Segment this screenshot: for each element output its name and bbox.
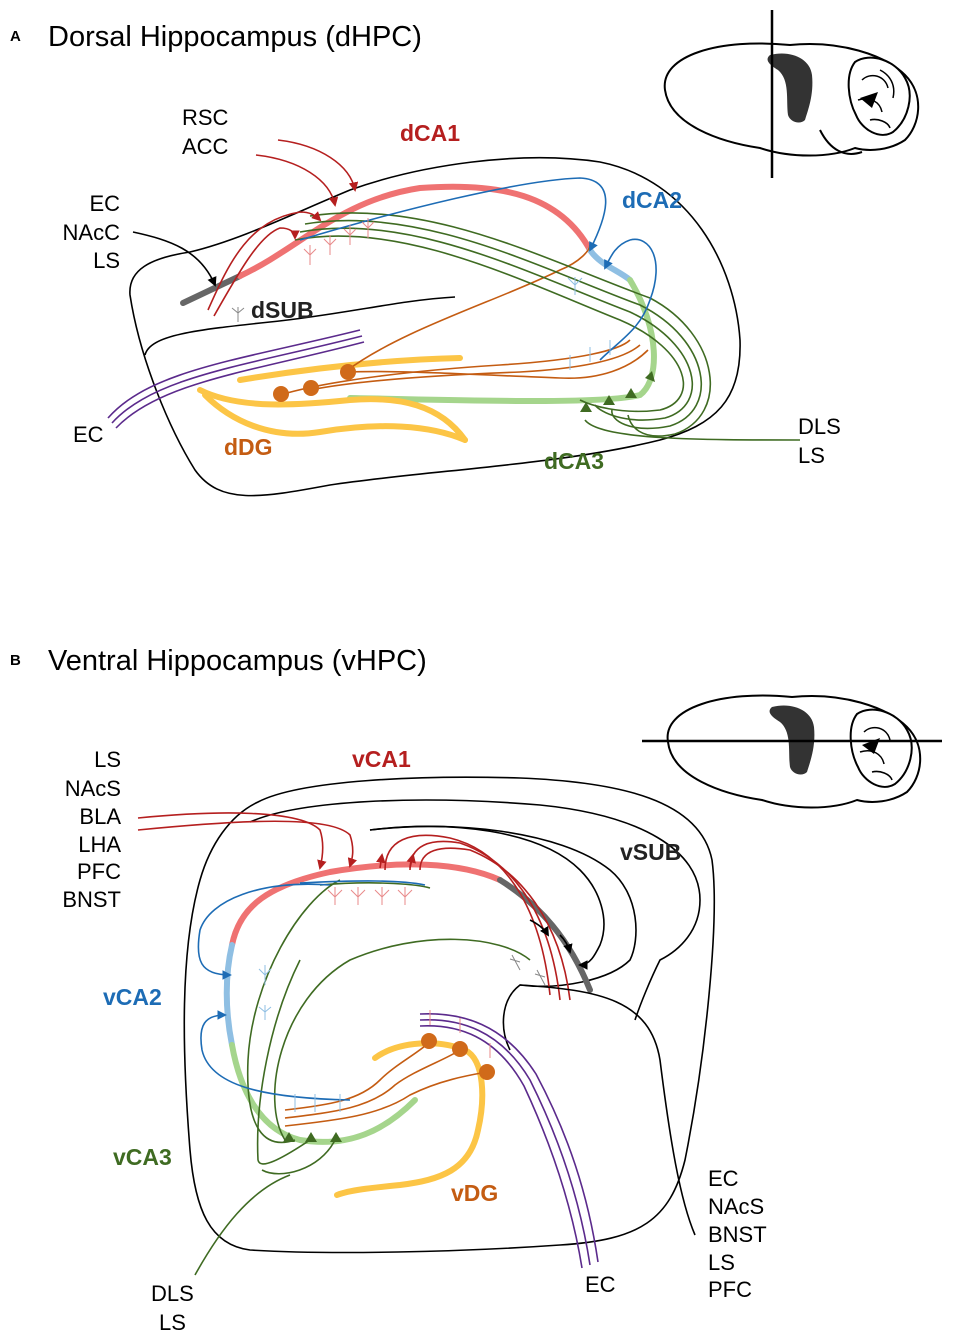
input-lha: LHA: [78, 832, 121, 857]
input-bnst: BNST: [62, 887, 121, 912]
output-dls: DLS: [151, 1281, 194, 1306]
output-ls-bottom: LS: [159, 1310, 186, 1335]
dg-cell: [452, 1041, 468, 1057]
input-nacc: NAcC: [63, 220, 121, 245]
label-vsub: vSUB: [620, 839, 681, 865]
dg-cell: [303, 380, 319, 396]
input-pfc: PFC: [77, 859, 121, 884]
label-ec-ventral: EC: [585, 1272, 616, 1297]
label-vca1: vCA1: [352, 746, 411, 772]
label-ddg: dDG: [224, 434, 273, 460]
output-ls: LS: [798, 443, 825, 468]
dg-cell: [273, 386, 289, 402]
input-ls: LS: [93, 248, 120, 273]
brain-icon-ventral: [642, 694, 942, 809]
panel-b-title: Ventral Hippocampus (vHPC): [48, 645, 427, 677]
input-acc: ACC: [182, 134, 229, 159]
hpc-outline-dorsal: [129, 156, 741, 497]
dg-cell: [421, 1033, 437, 1049]
label-vca2: vCA2: [103, 984, 162, 1010]
panel-a-title: Dorsal Hippocampus (dHPC): [48, 21, 422, 53]
label-vca3: vCA3: [113, 1144, 172, 1170]
input-rsc: RSC: [182, 105, 229, 130]
hpc-outline-ventral: [183, 776, 715, 1254]
label-vdg: vDG: [451, 1180, 498, 1206]
output-pfc: PFC: [708, 1277, 752, 1302]
output-ec: EC: [708, 1166, 739, 1191]
panel-b-letter: B: [10, 652, 21, 669]
input-nacs: NAcS: [65, 776, 121, 801]
dg-cell: [479, 1064, 495, 1080]
label-ec-dorsal: EC: [73, 422, 104, 447]
panel-a-letter: A: [10, 28, 21, 45]
label-dca3: dCA3: [544, 448, 604, 474]
label-dca1: dCA1: [400, 120, 460, 146]
output-nacs: NAcS: [708, 1194, 764, 1219]
label-dca2: dCA2: [622, 187, 682, 213]
input-ec: EC: [89, 191, 120, 216]
input-bla: BLA: [79, 804, 121, 829]
output-dls: DLS: [798, 414, 841, 439]
output-bnst: BNST: [708, 1222, 767, 1247]
brain-icon-dorsal: [663, 10, 920, 178]
panel-b: B Ventral Hippocampus (vHPC): [10, 645, 942, 1335]
label-dsub: dSUB: [251, 297, 314, 323]
output-ls: LS: [708, 1250, 735, 1275]
panel-a: A Dorsal Hippocampus (dHPC): [10, 10, 920, 497]
input-ls: LS: [94, 747, 121, 772]
dg-cell: [340, 364, 356, 380]
